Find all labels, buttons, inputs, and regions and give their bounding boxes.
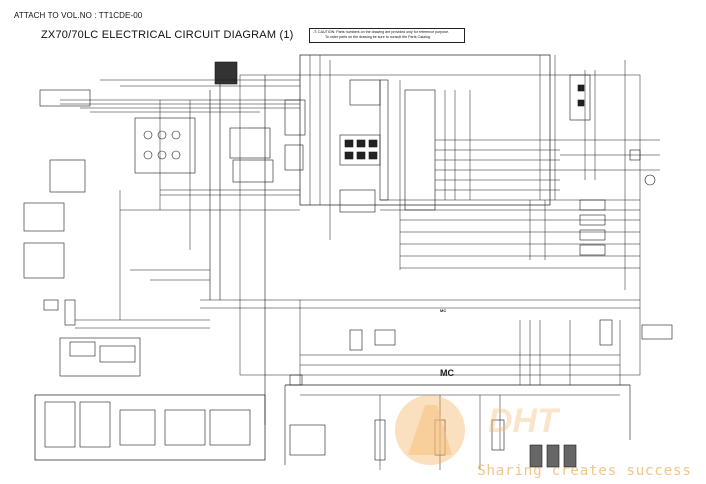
- controller-block: [339, 79, 436, 213]
- caution-line-2: To order parts on the drawing be sure to…: [325, 34, 431, 39]
- watermark-tagline: Sharing creates success: [477, 463, 692, 479]
- caution-line-1: CAUTION: Parts numbers on the drawing ar…: [318, 30, 450, 34]
- watermark-logo: DHT: [395, 395, 561, 465]
- attach-reference: ATTACH TO VOL.NO : TT1CDE-00: [14, 11, 143, 20]
- watermark-logo-text: DHT: [488, 402, 561, 440]
- vertical-runs: [119, 55, 626, 470]
- relay-bank: [134, 61, 306, 183]
- caution-note: ⚠ CAUTION: Parts numbers on the drawing …: [309, 28, 465, 43]
- bottom-connectors: [289, 329, 577, 468]
- mc-label: MC: [440, 368, 454, 378]
- left-components: [23, 89, 326, 461]
- warning-icon: ⚠: [313, 29, 318, 34]
- diagram-title: ZX70/70LC ELECTRICAL CIRCUIT DIAGRAM (1): [41, 29, 294, 41]
- mc-small-label: MC: [440, 308, 446, 313]
- right-components: [569, 74, 673, 346]
